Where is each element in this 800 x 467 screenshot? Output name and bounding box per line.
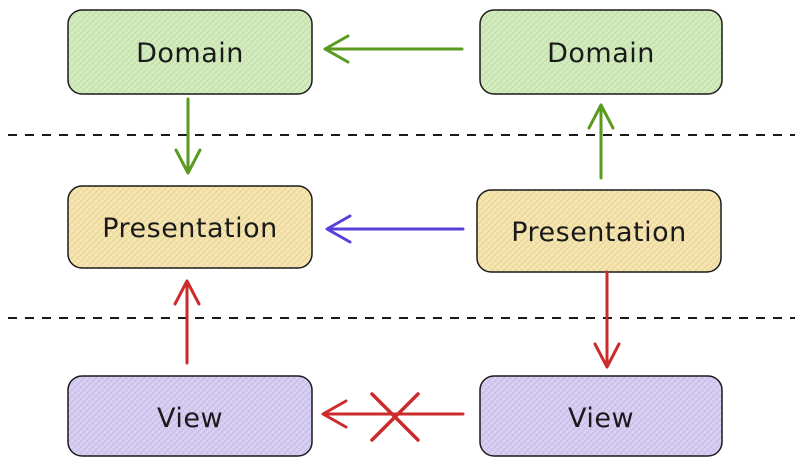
arrow-presentation-right-to-presentation-left [325, 214, 465, 244]
node-presentation-right-label: Presentation [511, 217, 687, 248]
arrow-view-right-to-view-left-blocked [321, 392, 465, 442]
arrow-presentation-right-to-view-right [593, 270, 621, 369]
arrow-domain-left-to-presentation-left [174, 97, 202, 175]
node-view-right: View [479, 375, 723, 457]
node-domain-right: Domain [479, 9, 723, 95]
arrow-presentation-right-to-domain-right [587, 103, 615, 180]
node-domain-left: Domain [67, 9, 313, 95]
node-domain-right-label: Domain [547, 38, 655, 69]
node-view-left-label: View [157, 403, 223, 434]
node-view-right-label: View [568, 403, 634, 434]
node-view-left: View [67, 375, 313, 457]
node-presentation-right: Presentation [476, 189, 722, 273]
node-presentation-left-label: Presentation [102, 213, 278, 244]
blocked-cross-icon [370, 392, 420, 442]
arrow-view-left-to-presentation-left [173, 279, 201, 365]
node-domain-left-label: Domain [136, 38, 244, 69]
arrow-domain-right-to-domain-left [323, 34, 464, 64]
node-presentation-left: Presentation [67, 185, 313, 269]
